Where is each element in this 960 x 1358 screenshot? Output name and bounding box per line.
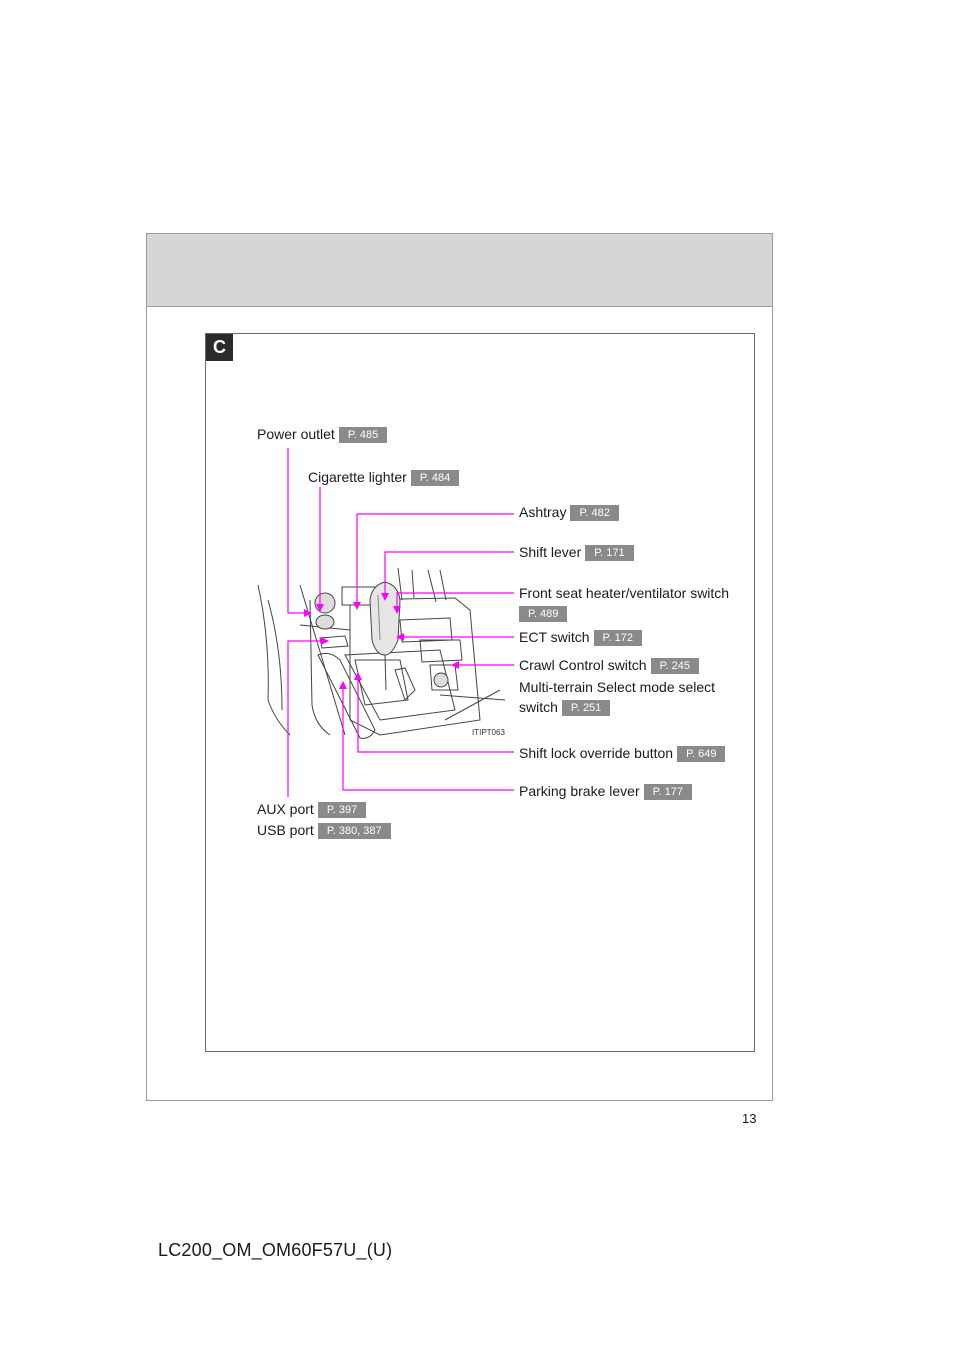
page-ref-badge[interactable]: P. 397 (317, 802, 367, 818)
diagram-panel: C (205, 333, 755, 1052)
page-ref-badge[interactable]: P. 251 (561, 700, 611, 716)
page-ref-badge[interactable]: P. 380, 387 (317, 823, 391, 839)
callout-label: Parking brake lever (519, 783, 640, 799)
callout-label: AUX port (257, 801, 314, 817)
callout-label: switch (519, 699, 558, 715)
callout-label: Crawl Control switch (519, 657, 647, 673)
callout-front-seat-heater: Front seat heater/ventilator switch (519, 584, 729, 602)
page-header-band (147, 234, 772, 307)
page-ref-badge[interactable]: P. 649 (677, 746, 726, 762)
document-code-footer: LC200_OM_OM60F57U_(U) (158, 1240, 393, 1260)
page-ref-badge[interactable]: P. 171 (585, 545, 634, 561)
callout-label: Multi-terrain Select mode select (519, 679, 716, 695)
callout-label: ECT switch (519, 629, 590, 645)
leader-lines (287, 448, 514, 797)
section-letter-badge: C (206, 334, 233, 361)
callout-multi-terrain: Multi-terrain Select mode select (519, 678, 715, 696)
callout-label: Cigarette lighter (308, 469, 407, 485)
callout-label: Front seat heater/ventilator switch (519, 585, 730, 601)
page-number: 13 (742, 1111, 757, 1126)
page-ref-badge[interactable]: P. 177 (643, 784, 693, 800)
page-ref-badge[interactable]: P. 482 (570, 505, 619, 521)
callout-label: Ashtray (519, 504, 567, 520)
page-ref-badge[interactable]: P. 489 (519, 606, 568, 622)
page-ref-badge[interactable]: P. 484 (410, 470, 460, 486)
callout-label: Shift lock override button (519, 745, 674, 761)
callout-label: Power outlet (257, 426, 335, 442)
leader-arrowheads (304, 593, 459, 689)
page-ref-badge[interactable]: P. 485 (338, 427, 388, 443)
page-ref-badge[interactable]: P. 172 (593, 630, 642, 646)
callout-front-seat-heater-page: P. 489 (519, 604, 568, 622)
page-ref-badge[interactable]: P. 245 (650, 658, 699, 674)
illustration-code: ITIPT063 (472, 728, 505, 737)
callout-label: Shift lever (519, 544, 582, 560)
callout-label: USB port (257, 822, 314, 838)
